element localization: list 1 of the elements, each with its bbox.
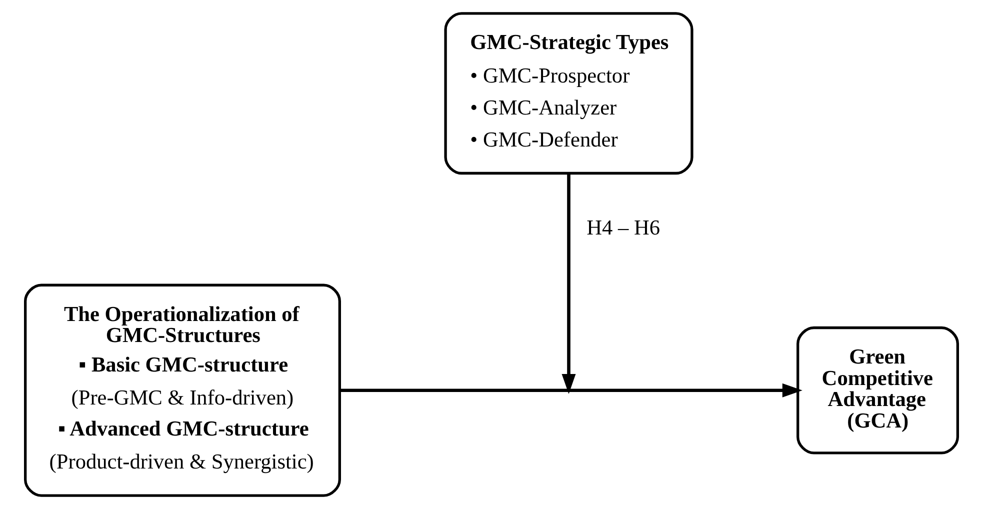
edge-label: H4 – H6 [586,215,660,240]
